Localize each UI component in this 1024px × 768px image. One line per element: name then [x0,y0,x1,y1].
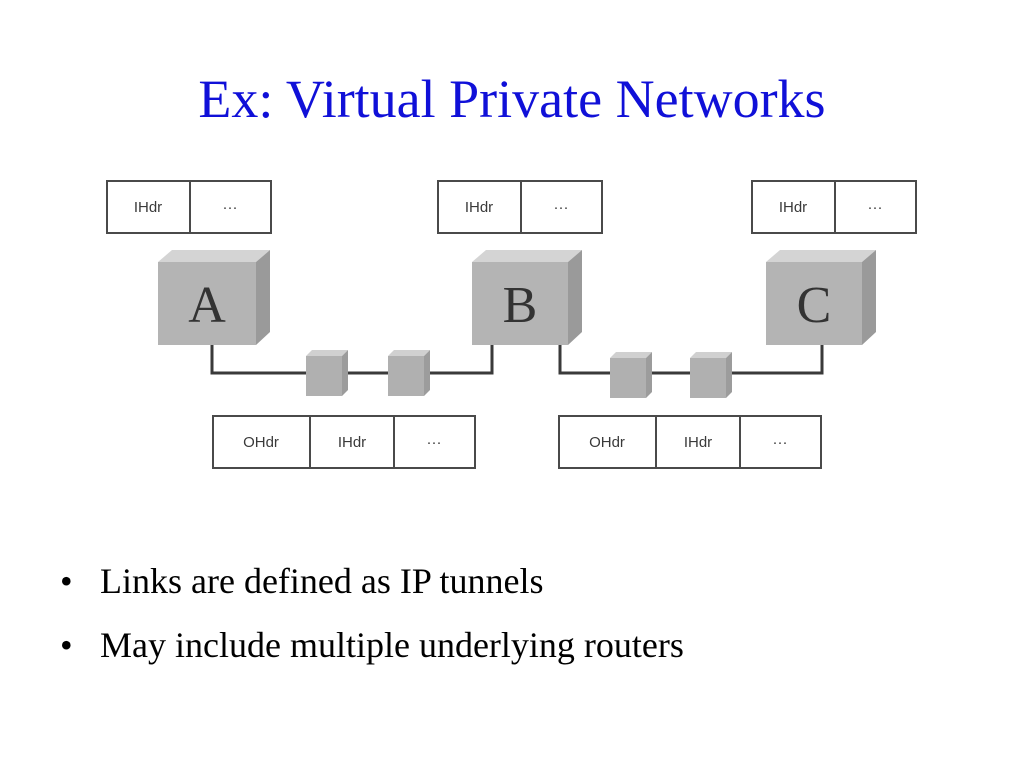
packet-cell [520,180,603,234]
tunnel-wire-a-b [210,345,494,375]
bullet-item: • May include multiple underlying router… [58,622,684,668]
node-label-b: B [503,277,538,334]
ihdr-label: IHdr [338,434,366,451]
ellipsis-label: ··· [223,199,238,216]
ihdr-label: IHdr [684,434,712,451]
bullet-text: Links are defined as IP tunnels [100,561,544,601]
tunnel-packet-b-c: OHdr IHdr ··· [558,415,822,469]
ellipsis-label: ··· [427,434,442,451]
inner-packet-a: IHdr ··· [106,180,272,234]
packet-cell [189,180,272,234]
node-a: A [158,250,270,345]
node-c: C [766,250,876,345]
tunnel-packet-a-b: OHdr IHdr ··· [212,415,476,469]
bullet-text: May include multiple underlying routers [100,625,684,665]
bullet-marker: • [60,561,73,601]
packet-cell [739,415,822,469]
ohdr-label: OHdr [589,434,625,451]
node-label-a: A [188,277,226,334]
node-b: B [472,250,582,345]
slide-title: Ex: Virtual Private Networks [198,69,826,129]
inner-packet-c: IHdr ··· [751,180,917,234]
bullet-list: • Links are defined as IP tunnels • May … [58,558,684,686]
ellipsis-label: ··· [773,434,788,451]
ellipsis-label: ··· [868,199,883,216]
inner-packet-b: IHdr ··· [437,180,603,234]
packet-cell [393,415,476,469]
packet-cell [437,180,522,234]
bullet-marker: • [60,625,73,665]
underlying-router-3 [610,352,652,398]
ellipsis-label: ··· [554,199,569,216]
packet-cell [751,180,836,234]
ohdr-label: OHdr [243,434,279,451]
underlying-router-1 [306,350,348,396]
underlying-router-2 [388,350,430,396]
ihdr-label: IHdr [779,199,807,216]
ihdr-label: IHdr [134,199,162,216]
ihdr-label: IHdr [465,199,493,216]
packet-cell [834,180,917,234]
bullet-item: • Links are defined as IP tunnels [58,558,684,604]
node-label-c: C [797,277,832,334]
underlying-router-4 [690,352,732,398]
